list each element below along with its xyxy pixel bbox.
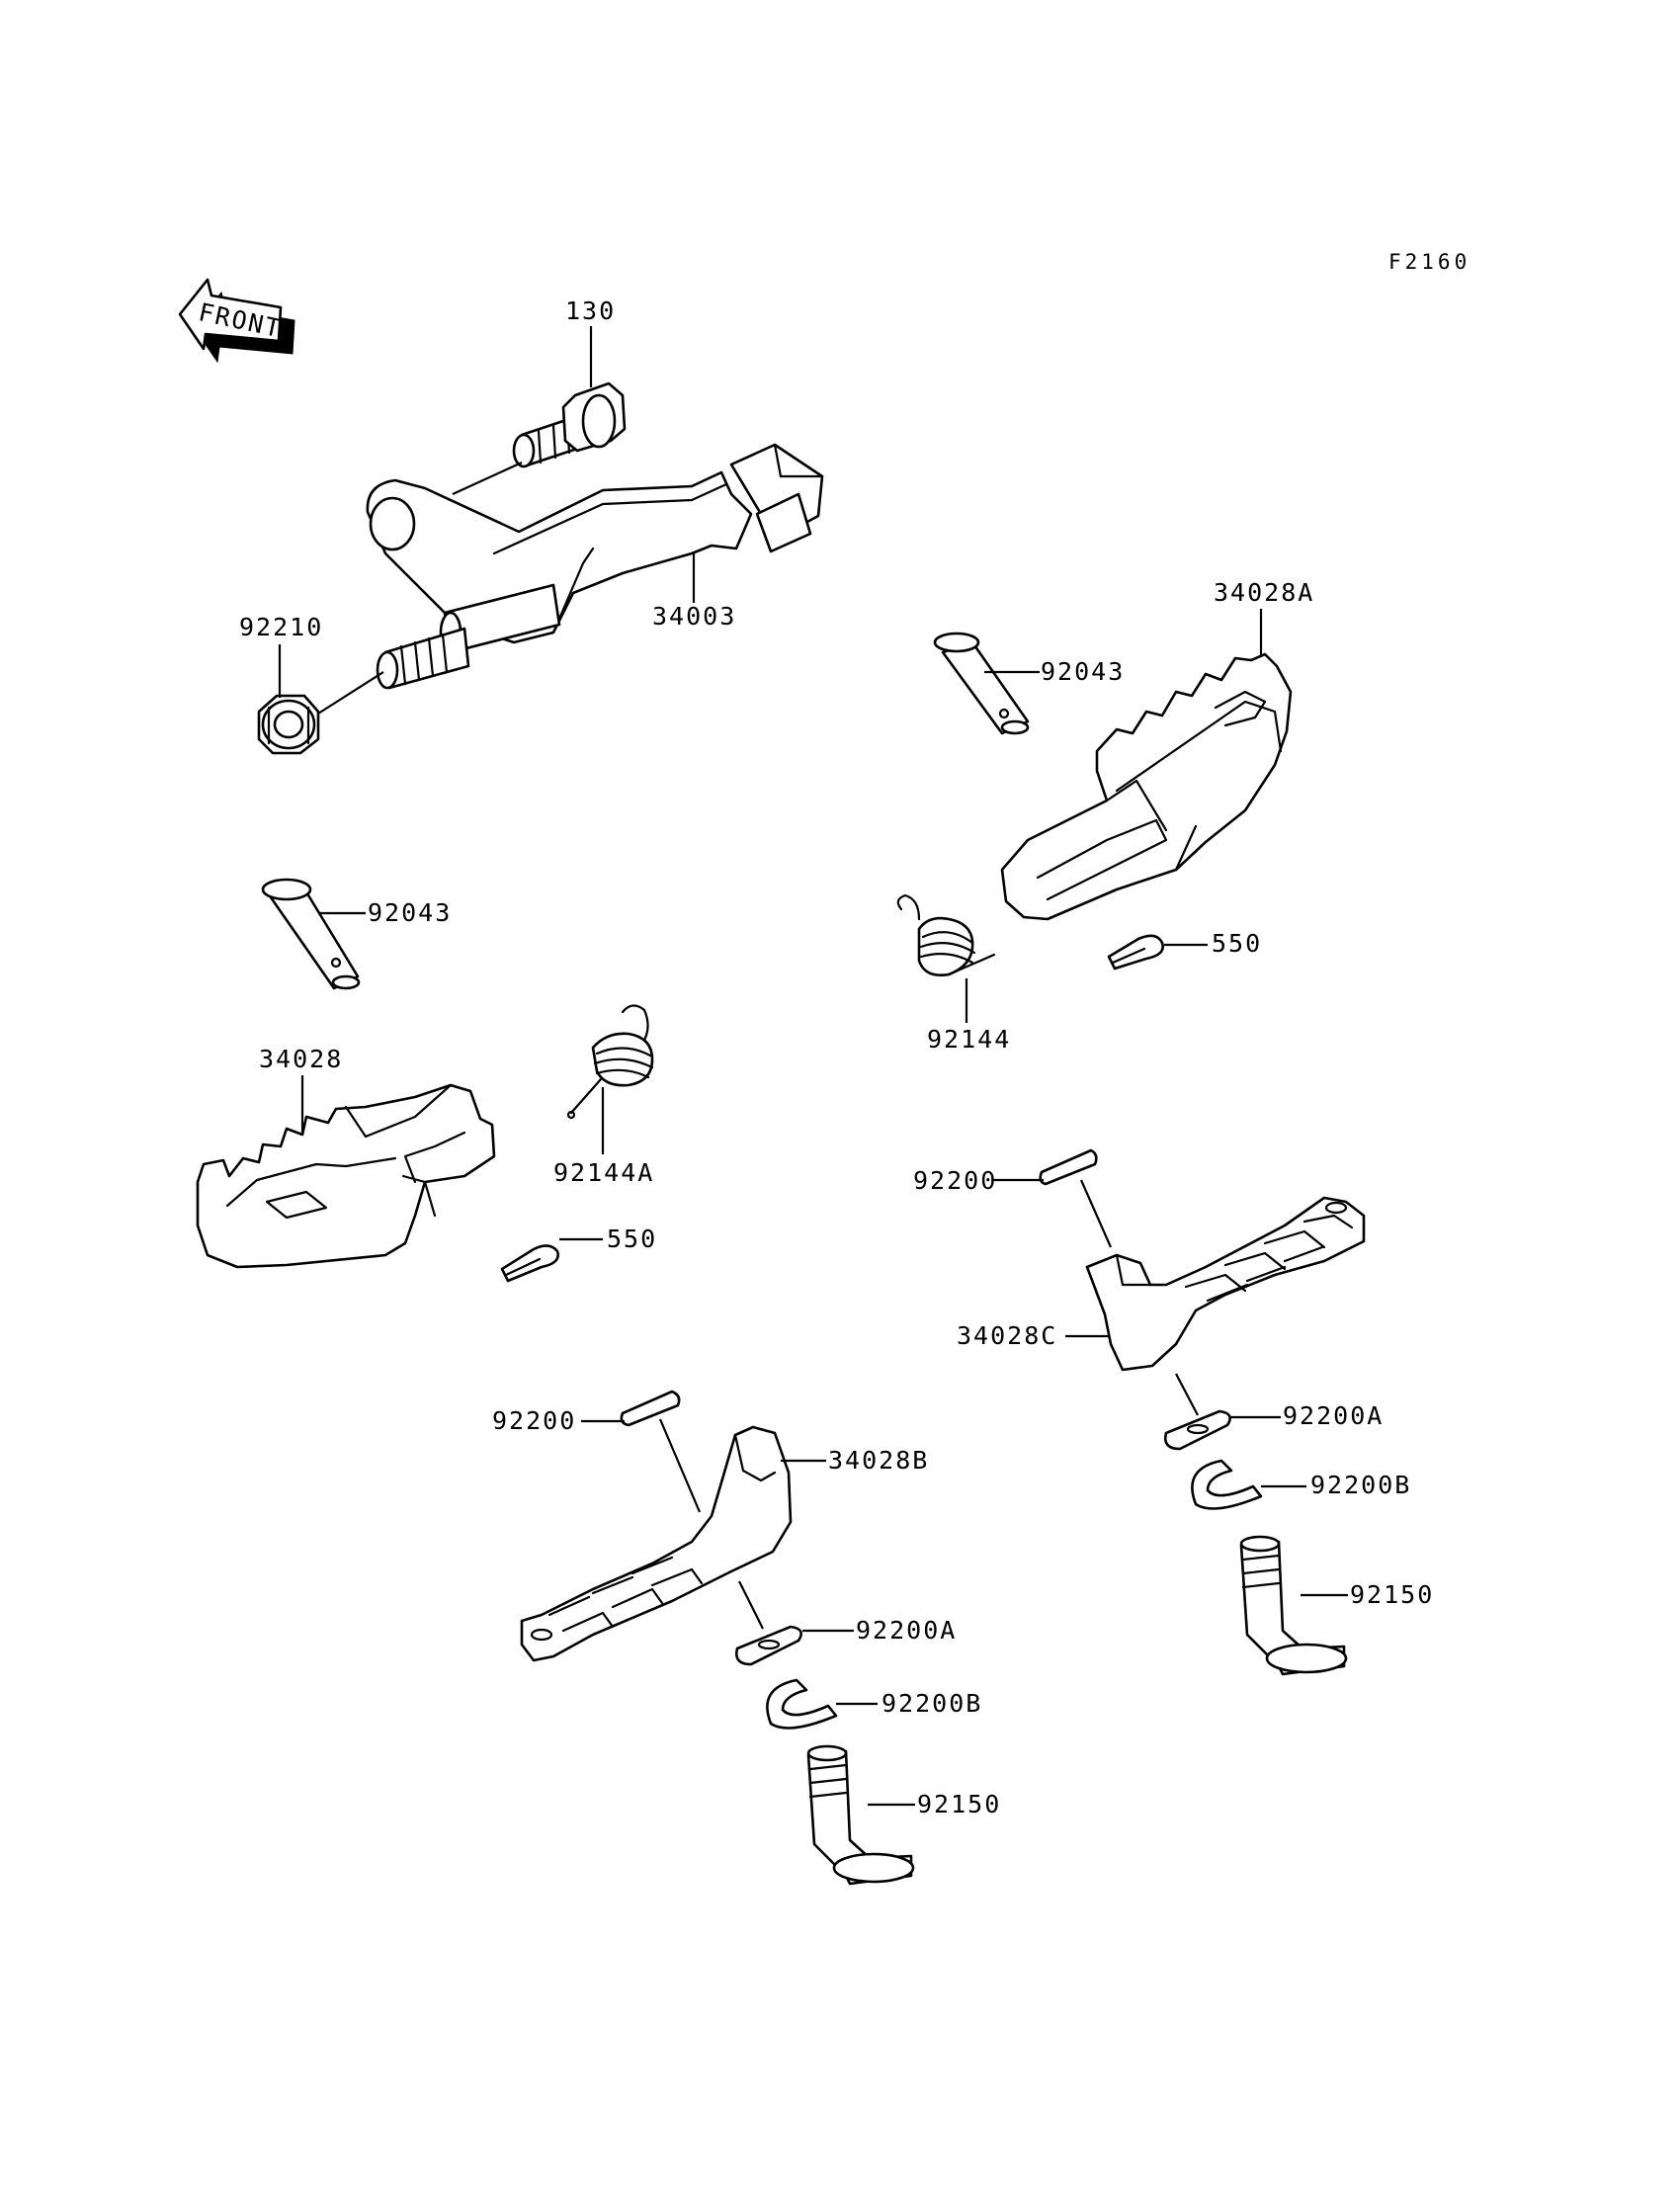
footpeg-34028	[196, 1083, 496, 1269]
callout-92150-left: 92150	[917, 1790, 1001, 1818]
cotter-pin-550-left	[500, 1244, 559, 1283]
bolt-130	[512, 381, 627, 468]
bracket-34003	[366, 443, 824, 690]
footpeg-34028A	[1000, 652, 1293, 921]
spring-92144	[896, 893, 996, 976]
callout-550-left: 550	[607, 1225, 657, 1253]
callout-34028C: 34028C	[957, 1321, 1057, 1350]
callout-130: 130	[565, 296, 616, 325]
clip-92200B-right	[1191, 1459, 1263, 1510]
washer-92200A-left	[735, 1625, 802, 1666]
front-arrow-icon: FRONT	[178, 278, 295, 364]
spring-92144A	[566, 1004, 654, 1120]
callout-92043-top: 92043	[1041, 657, 1125, 686]
callout-92200B-left: 92200B	[882, 1689, 982, 1718]
pin-92150-left	[806, 1744, 915, 1886]
callout-92144: 92144	[927, 1025, 1011, 1054]
figure-code: F2160	[1388, 250, 1470, 274]
callout-34003: 34003	[652, 602, 736, 631]
callout-92210: 92210	[239, 613, 323, 641]
washer-92200-right	[1039, 1148, 1098, 1186]
callout-34028B: 34028B	[828, 1446, 929, 1475]
callout-92150-right: 92150	[1350, 1580, 1434, 1609]
cotter-pin-550-right	[1107, 934, 1164, 971]
callout-34028A: 34028A	[1214, 578, 1314, 607]
callout-92200-left: 92200	[492, 1406, 576, 1435]
callout-34028: 34028	[259, 1045, 343, 1073]
callout-92043-left: 92043	[368, 898, 452, 927]
clip-92200B-left	[766, 1678, 838, 1730]
clevis-pin-92043-left	[261, 878, 361, 990]
footpeg-34028C	[1085, 1196, 1366, 1372]
washer-92200-left	[620, 1390, 681, 1427]
pin-92150-right	[1239, 1535, 1348, 1676]
callout-92144A: 92144A	[553, 1158, 654, 1187]
washer-92200A-right	[1164, 1409, 1231, 1451]
clevis-pin-92043-top	[933, 632, 1030, 735]
callout-92200A-left: 92200A	[856, 1616, 957, 1645]
callout-550-right: 550	[1212, 929, 1262, 958]
footpeg-34028B	[520, 1425, 793, 1662]
callout-92200A-right: 92200A	[1283, 1401, 1384, 1430]
callout-92200-right: 92200	[913, 1166, 997, 1195]
nut-92210	[257, 694, 320, 755]
callout-92200B-right: 92200B	[1310, 1471, 1411, 1499]
